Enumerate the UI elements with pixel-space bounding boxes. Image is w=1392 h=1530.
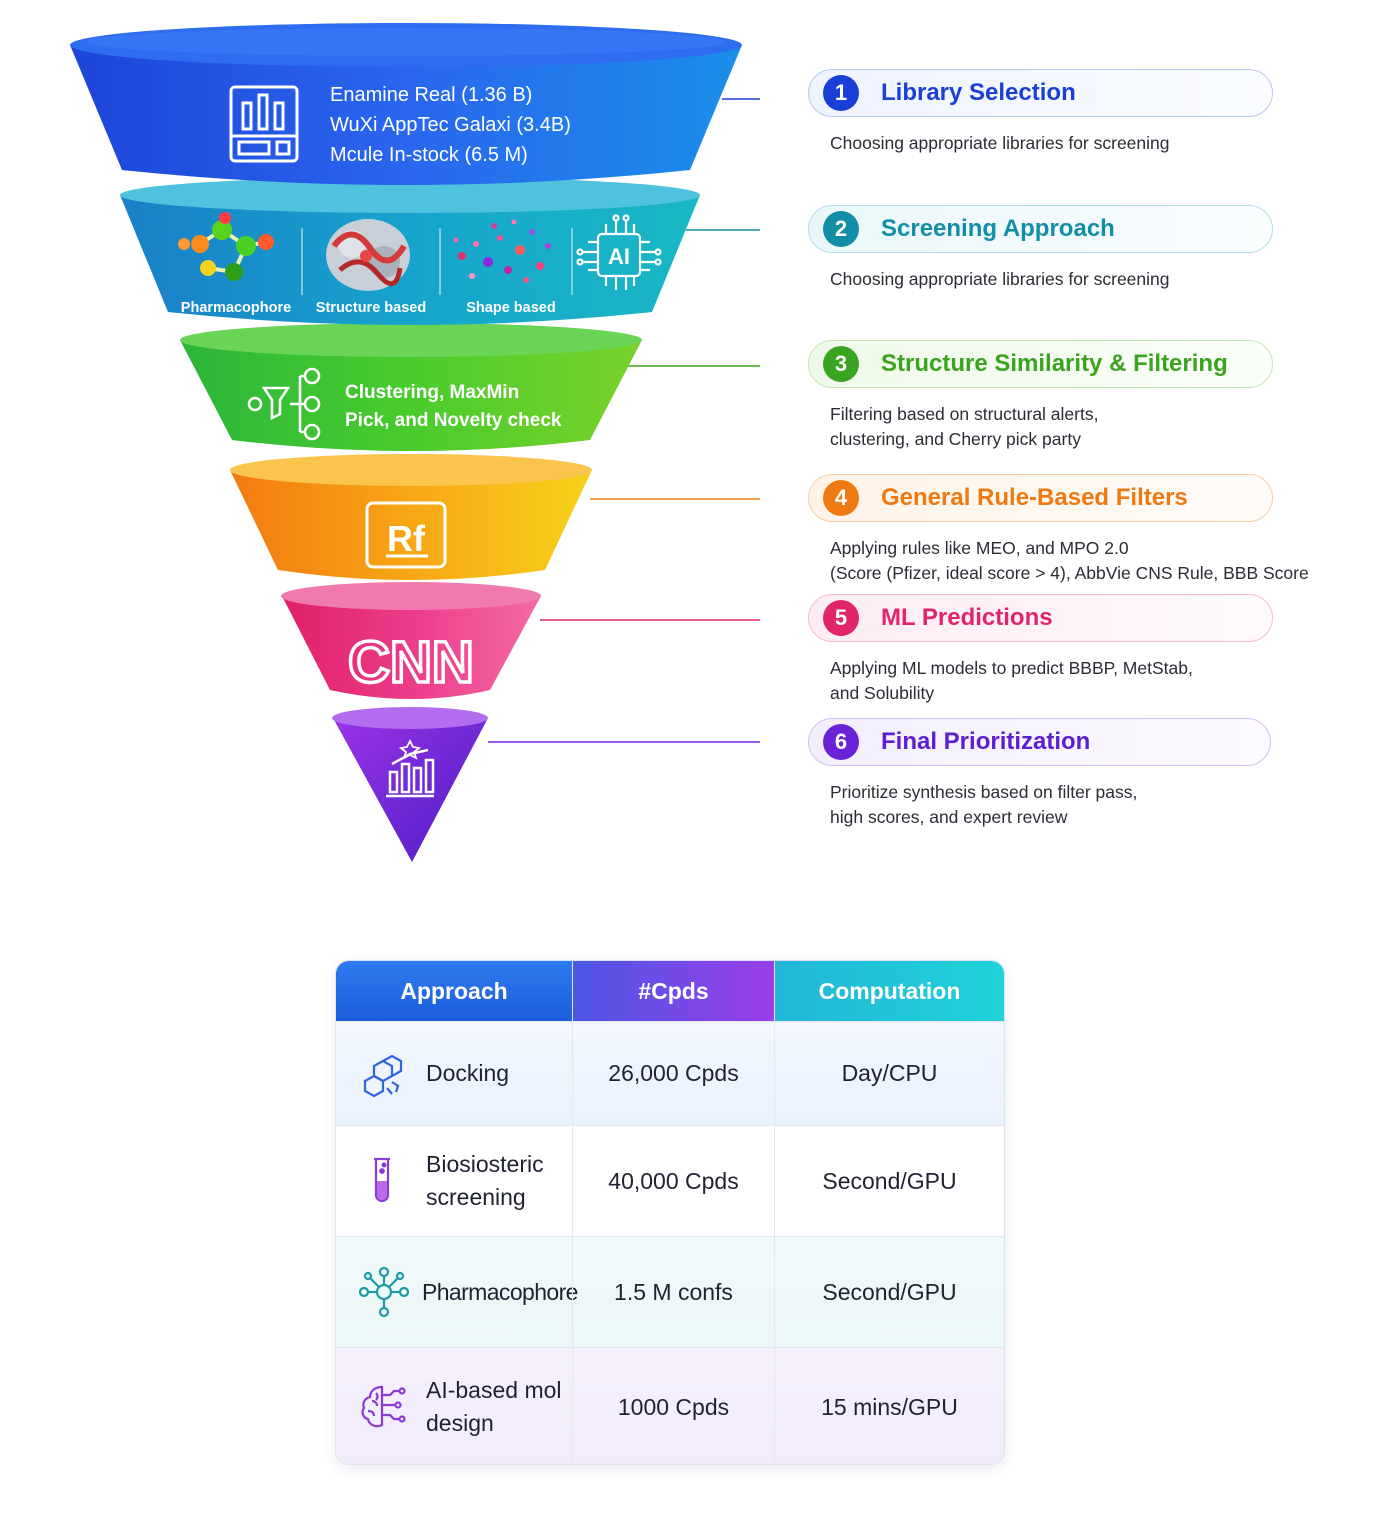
screening-label-structure: Structure based xyxy=(316,300,426,316)
screening-funnel: CNN Rf Clustering, MaxMin Pick, and Nove… xyxy=(70,23,760,862)
step-pill: 6 Final Prioritization xyxy=(808,718,1271,766)
library-line-3: Mcule In-stock (6.5 M) xyxy=(330,144,528,166)
rf-icon xyxy=(365,501,447,569)
library-line-2: WuXi AppTec Galaxi (3.4B) xyxy=(330,114,571,136)
approach-label: AI-based mol design xyxy=(426,1377,562,1436)
computation-cell: 15 mins/GPU xyxy=(774,1348,1004,1464)
step-final-prioritization: 6 Final Prioritization Prioritize synthe… xyxy=(808,718,1271,830)
funnel-tier-library: Enamine Real (1.36 B) WuXi AppTec Galaxi… xyxy=(70,23,742,185)
step-title: Structure Similarity & Filtering xyxy=(881,350,1228,377)
step-description: Prioritize synthesis based on filter pas… xyxy=(830,782,1138,827)
step-pill: 4 General Rule-Based Filters xyxy=(808,474,1273,522)
step-library-selection: 1 Library Selection Choosing appropriate… xyxy=(808,69,1273,156)
step-screening-approach: 2 Screening Approach Choosing appropriat… xyxy=(808,205,1273,292)
step-pill: 1 Library Selection xyxy=(808,69,1273,117)
clustering-icon xyxy=(247,367,321,441)
cpds-cell: 40,000 Cpds xyxy=(572,1126,774,1236)
header-cpds: #Cpds xyxy=(572,961,774,1021)
clustering-line-1: Clustering, MaxMin xyxy=(345,382,519,403)
approach-cell: Docking xyxy=(336,1022,572,1125)
svg-text:Rf: Rf xyxy=(387,518,426,559)
funnel-tier-ml: CNN xyxy=(281,582,541,699)
step-description: Filtering based on structural alerts, cl… xyxy=(830,404,1099,449)
table-row: Biosiosteric screening 40,000 Cpds Secon… xyxy=(336,1125,1004,1236)
header-approach: Approach xyxy=(336,961,572,1021)
step-description: Choosing appropriate libraries for scree… xyxy=(830,133,1170,153)
table-row: AI-based mol design 1000 Cpds 15 mins/GP… xyxy=(336,1347,1004,1464)
table-row: Docking 26,000 Cpds Day/CPU xyxy=(336,1021,1004,1125)
cpds-cell: 1.5 M confs xyxy=(572,1237,774,1347)
funnel-tier-screening: AI Pharmacophore Structure based Shape b… xyxy=(120,177,700,325)
cpds-cell: 1000 Cpds xyxy=(572,1348,774,1464)
step-number-badge: 1 xyxy=(823,75,859,111)
header-computation: Computation xyxy=(774,961,1004,1021)
step-title: General Rule-Based Filters xyxy=(881,484,1188,511)
funnel-tier-rule-filters: Rf xyxy=(230,454,592,580)
step-title: Screening Approach xyxy=(881,215,1115,242)
approach-label: Docking xyxy=(426,1060,510,1086)
screening-label-shape: Shape based xyxy=(466,300,555,316)
approach-label: Biosiosteric screening xyxy=(426,1151,544,1210)
step-ml-predictions: 5 ML Predictions Applying ML models to p… xyxy=(808,594,1273,706)
step-number-badge: 2 xyxy=(823,211,859,247)
approach-cell: AI-based mol design xyxy=(336,1348,572,1464)
step-number-badge: 3 xyxy=(823,346,859,382)
step-number-badge: 6 xyxy=(823,724,859,760)
shape-cloud-icon xyxy=(453,219,551,283)
ai-brain-icon xyxy=(361,1385,406,1428)
step-number-badge: 4 xyxy=(823,480,859,516)
step-pill: 2 Screening Approach xyxy=(808,205,1273,253)
step-rule-filters: 4 General Rule-Based Filters Applying ru… xyxy=(808,474,1309,586)
approach-cell: Biosiosteric screening xyxy=(336,1126,572,1236)
clustering-line-2: Pick, and Novelty check xyxy=(345,410,562,431)
protein-structure-icon xyxy=(326,219,410,291)
funnel-tier-similarity: Clustering, MaxMin Pick, and Novelty che… xyxy=(180,323,642,451)
step-pill: 3 Structure Similarity & Filtering xyxy=(808,340,1273,388)
step-title: ML Predictions xyxy=(881,604,1053,631)
computation-cell: Day/CPU xyxy=(774,1022,1004,1125)
cnn-logo: CNN xyxy=(348,630,474,695)
table-row: Pharmacophore 1.5 M confs Second/GPU xyxy=(336,1236,1004,1347)
library-database-icon xyxy=(229,85,299,163)
ranking-chart-icon xyxy=(386,738,435,798)
step-pill: 5 ML Predictions xyxy=(808,594,1273,642)
library-line-1: Enamine Real (1.36 B) xyxy=(330,84,532,106)
step-title: Final Prioritization xyxy=(881,728,1091,755)
approach-cell: Pharmacophore xyxy=(336,1237,578,1347)
step-title: Library Selection xyxy=(881,79,1076,106)
computation-cell: Second/GPU xyxy=(774,1126,1004,1236)
step-number-badge: 5 xyxy=(823,600,859,636)
funnel-tier-final xyxy=(332,707,488,862)
connector-lines xyxy=(488,98,760,743)
ai-chip-icon xyxy=(576,214,662,290)
computation-cell: Second/GPU xyxy=(774,1237,1004,1347)
molecule-network-icon xyxy=(358,1266,410,1318)
pharmacophore-molecule-icon xyxy=(178,212,274,281)
approach-comparison-table: Approach #Cpds Computation Docking 26,00… xyxy=(335,960,1005,1465)
step-description: Applying rules like MEO, and MPO 2.0 (Sc… xyxy=(830,538,1309,583)
approach-label: Pharmacophore xyxy=(422,1278,578,1305)
step-description: Choosing appropriate libraries for scree… xyxy=(830,269,1170,289)
screening-label-pharmacophore: Pharmacophore xyxy=(181,300,291,316)
test-tube-icon xyxy=(374,1157,390,1203)
step-structure-similarity: 3 Structure Similarity & Filtering Filte… xyxy=(808,340,1273,452)
table-header-row: Approach #Cpds Computation xyxy=(336,961,1004,1021)
ai-chip-label: AI xyxy=(608,244,630,269)
molecule-hexagon-icon xyxy=(363,1054,403,1097)
step-description: Applying ML models to predict BBBP, MetS… xyxy=(830,658,1193,703)
cpds-cell: 26,000 Cpds xyxy=(572,1022,774,1125)
